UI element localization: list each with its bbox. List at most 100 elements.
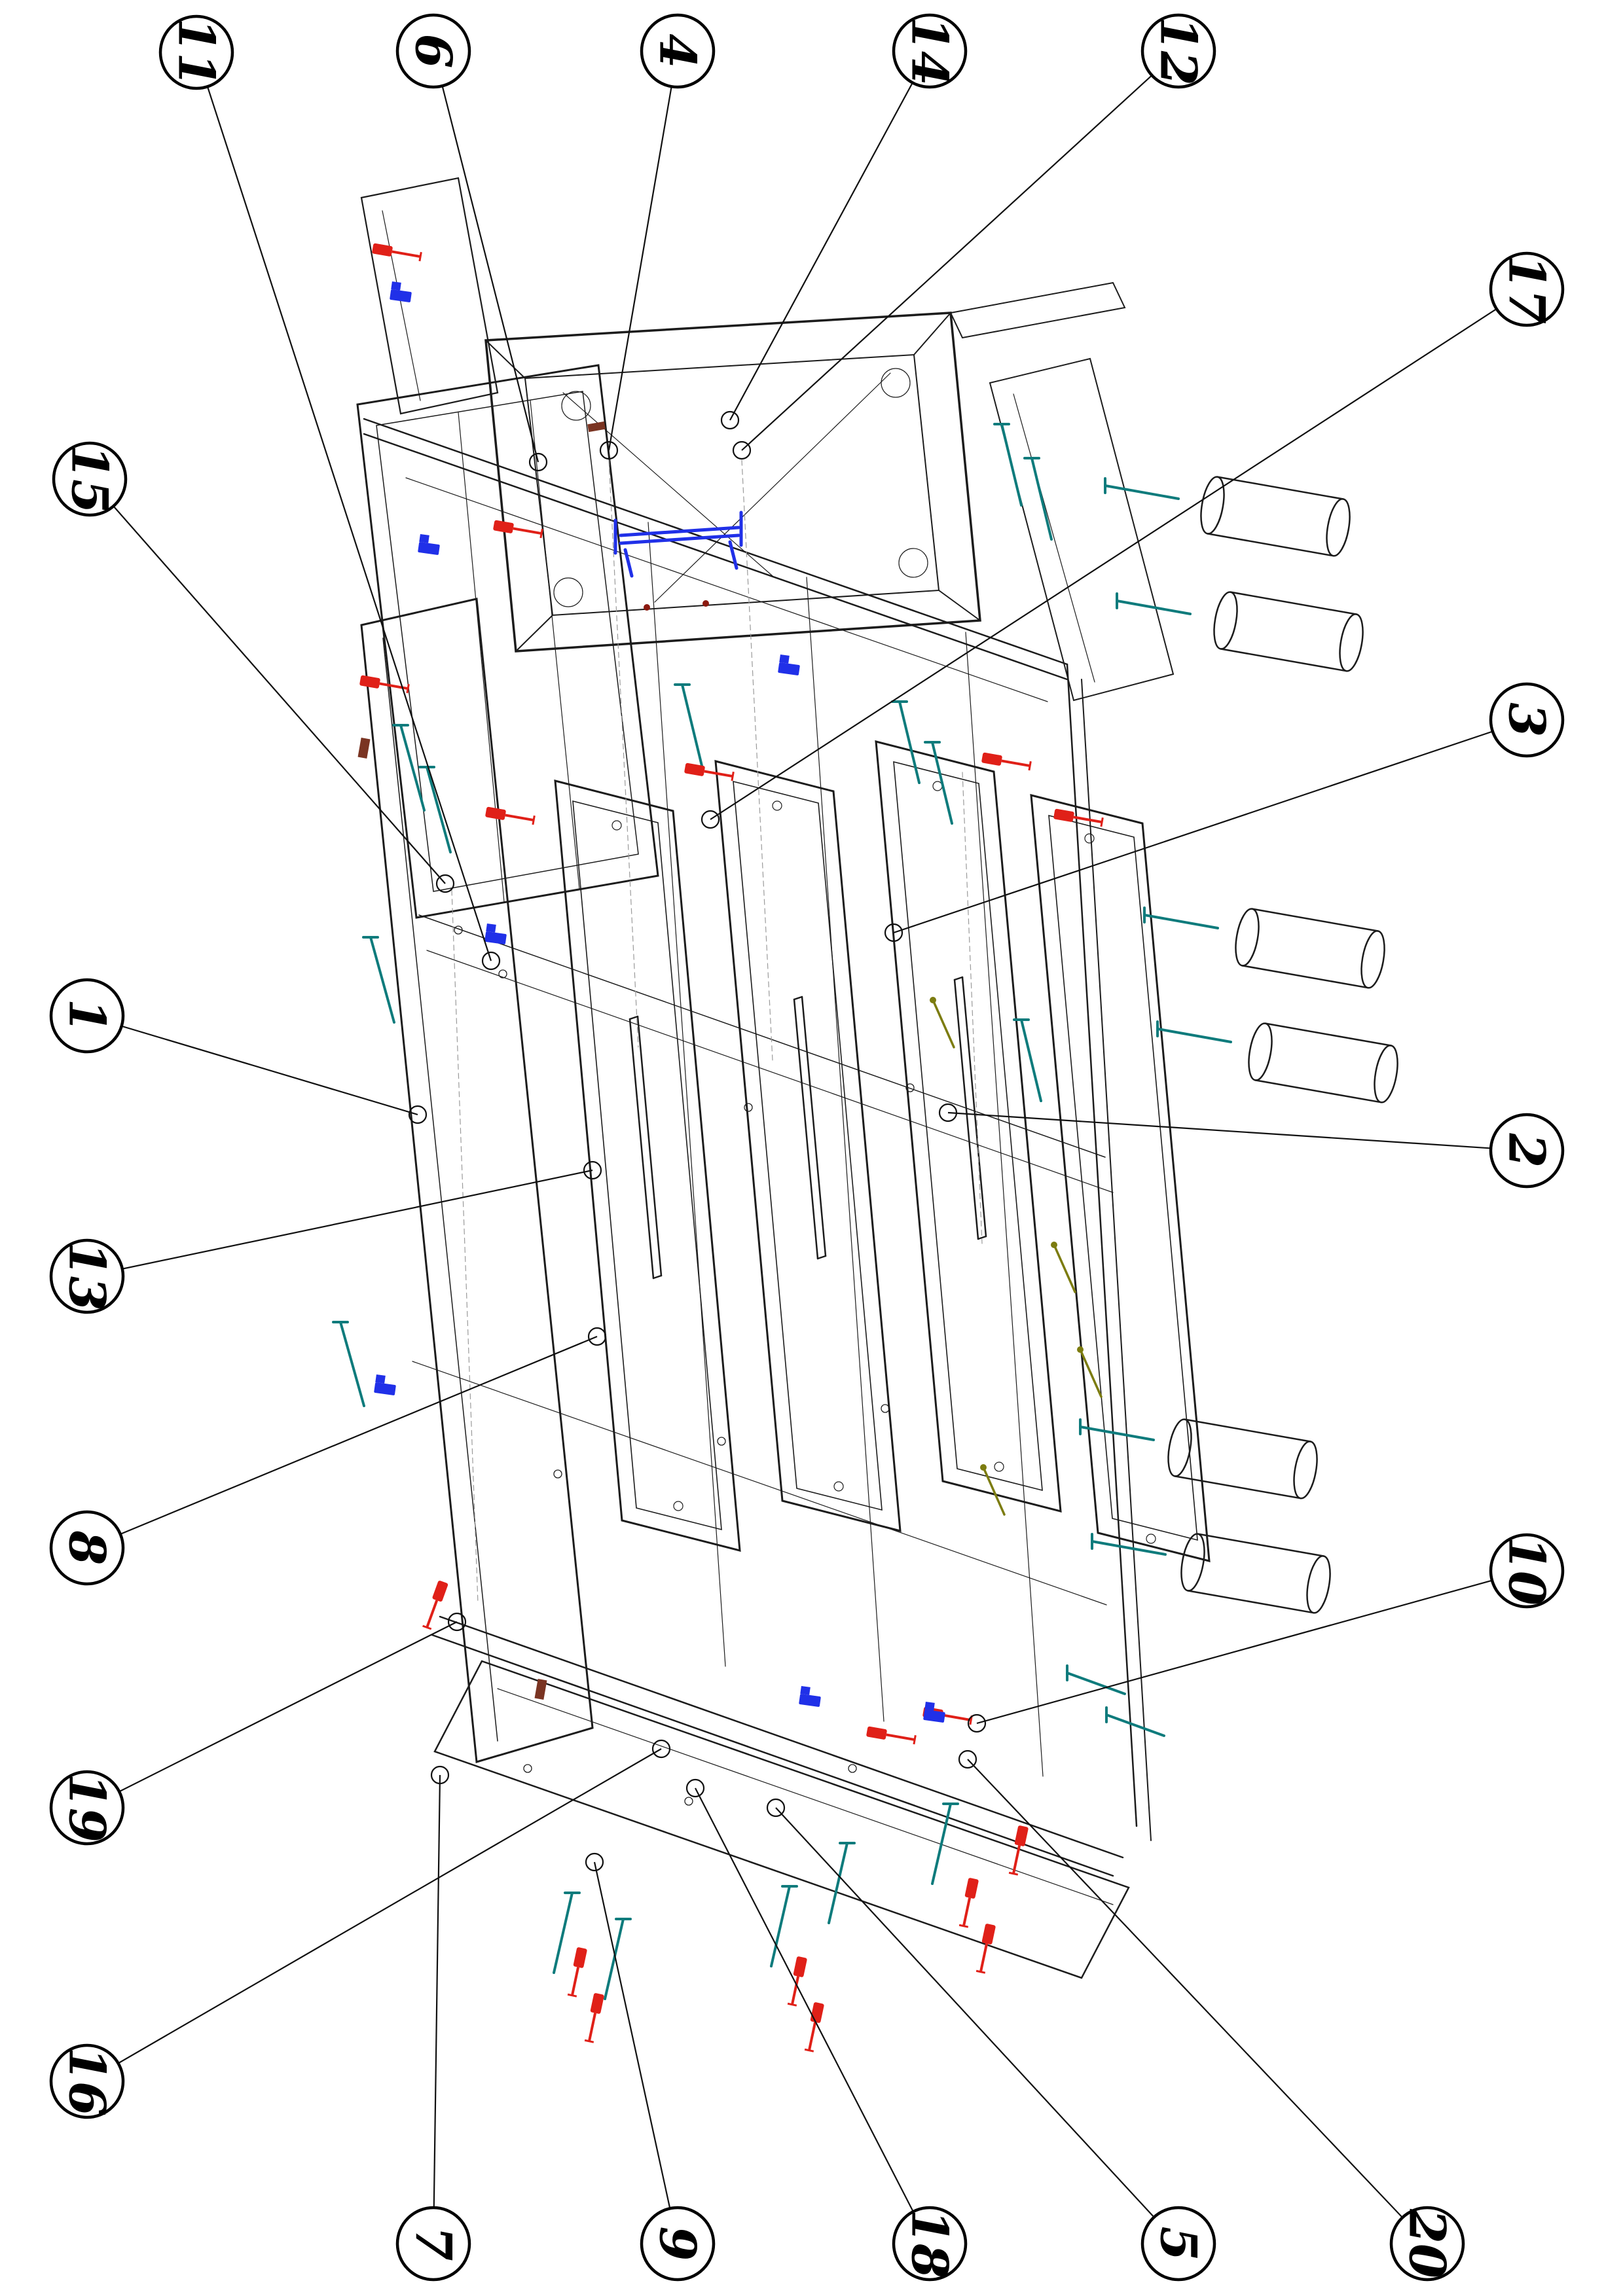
leader-20 (958, 1749, 1428, 2244)
callout-balloon-6: 6 (395, 13, 471, 89)
olive-screws (930, 997, 1103, 1516)
callout-balloon-15: 15 (52, 441, 128, 517)
screw (993, 423, 1023, 507)
callout-balloon-2: 2 (1489, 1113, 1565, 1189)
callout-number: 14 (901, 16, 959, 86)
callout-number: 9 (649, 2227, 707, 2261)
bracket (484, 923, 507, 944)
callout-number: 2 (1498, 1133, 1556, 1168)
screw (362, 936, 395, 1024)
cam-bolt (981, 752, 1032, 771)
callout-balloon-20: 20 (1389, 2206, 1465, 2282)
pilot-holes (454, 925, 915, 1806)
screw (392, 724, 426, 812)
cam-bolt (787, 1956, 807, 2007)
corner-brackets (374, 281, 945, 1723)
callout-number: 3 (1498, 703, 1556, 738)
screw (332, 1321, 365, 1407)
callout-number: 15 (61, 444, 119, 514)
screw (604, 1918, 632, 2000)
cam-bolts (359, 243, 1104, 2053)
bottom-board (1030, 794, 1211, 1562)
callout-balloon-11: 11 (158, 14, 234, 90)
bracket (418, 533, 440, 555)
dowel-dot (702, 600, 709, 607)
leader-15 (89, 478, 455, 893)
cam-bolt (1008, 1825, 1029, 1876)
cam-bolt (958, 1878, 979, 1928)
bracket (799, 1685, 821, 1707)
cam-bolt (584, 1993, 604, 2043)
top-rail (949, 281, 1126, 339)
bracket (778, 654, 800, 675)
side-panel-right (989, 357, 1175, 702)
screw (1013, 1018, 1042, 1102)
dowel-block (357, 738, 371, 759)
leader-8 (86, 1327, 607, 1549)
callout-balloon-7: 7 (395, 2206, 471, 2282)
callout-number: 18 (901, 2209, 959, 2278)
leader-9 (585, 1852, 679, 2244)
leader-6 (432, 50, 548, 472)
screw (1023, 457, 1053, 541)
leader-1 (86, 1014, 428, 1124)
leader-3 (884, 719, 1527, 942)
dowel-dot (644, 604, 650, 611)
rear-stile-panel (360, 177, 499, 415)
callout-number: 6 (405, 34, 463, 69)
drawer-handle (793, 996, 827, 1260)
leg-cylinder-4 (1248, 1022, 1398, 1103)
cam-bolt (493, 520, 543, 539)
screw (770, 1885, 798, 1967)
top-panel-assembly (484, 312, 981, 653)
leader-17 (701, 289, 1527, 829)
callout-number: 17 (1498, 255, 1556, 324)
drawer-front-3 (875, 740, 1062, 1513)
cam-bolt (976, 1924, 996, 1974)
screw (1066, 1664, 1126, 1695)
screw (924, 741, 953, 825)
callout-balloon-19: 19 (49, 1770, 125, 1846)
dowel-blocks (357, 421, 606, 1700)
leader-19 (86, 1612, 467, 1808)
callout-balloon-12: 12 (1140, 13, 1216, 89)
back-panel (356, 364, 659, 919)
leg-cylinder-1 (1200, 476, 1351, 557)
cabinet-drawing (356, 177, 1398, 1979)
side-panel-left (360, 598, 594, 1763)
leg-cylinder-2 (1213, 591, 1364, 672)
callout-number: 12 (1150, 16, 1208, 86)
callout-number: 1 (58, 999, 117, 1033)
bracket (390, 281, 412, 302)
screw (1079, 1418, 1155, 1441)
drawer-front-2 (714, 760, 902, 1532)
leader-14 (720, 50, 930, 430)
callout-balloon-16: 16 (49, 2043, 125, 2119)
screw-small (980, 1464, 1006, 1516)
leader-4 (599, 50, 679, 460)
leg-cylinder-3 (1235, 908, 1385, 989)
bracket (923, 1701, 945, 1723)
leg-cylinder-5 (1167, 1418, 1318, 1499)
dowel-block (534, 1679, 547, 1700)
screw (674, 683, 703, 767)
callout-number: 5 (1150, 2227, 1208, 2261)
callout-balloon-9: 9 (640, 2206, 716, 2282)
cam-bolt (372, 243, 422, 262)
leg-cylinder-6 (1180, 1533, 1331, 1614)
legs (1167, 476, 1398, 1614)
leader-13 (86, 1160, 602, 1278)
teal-screws (332, 423, 1232, 2000)
dowel-block (587, 421, 606, 433)
callout-balloon-13: 13 (49, 1238, 125, 1314)
callout-number: 4 (649, 34, 707, 69)
callout-number: 7 (405, 2227, 463, 2261)
screw (891, 700, 921, 784)
cam-bolt (1053, 808, 1104, 827)
callout-number: 19 (58, 1773, 117, 1842)
leader-18 (685, 1778, 930, 2244)
callout-balloon-1: 1 (49, 978, 125, 1054)
screw (828, 1842, 856, 1924)
callout-number: 11 (168, 18, 226, 87)
